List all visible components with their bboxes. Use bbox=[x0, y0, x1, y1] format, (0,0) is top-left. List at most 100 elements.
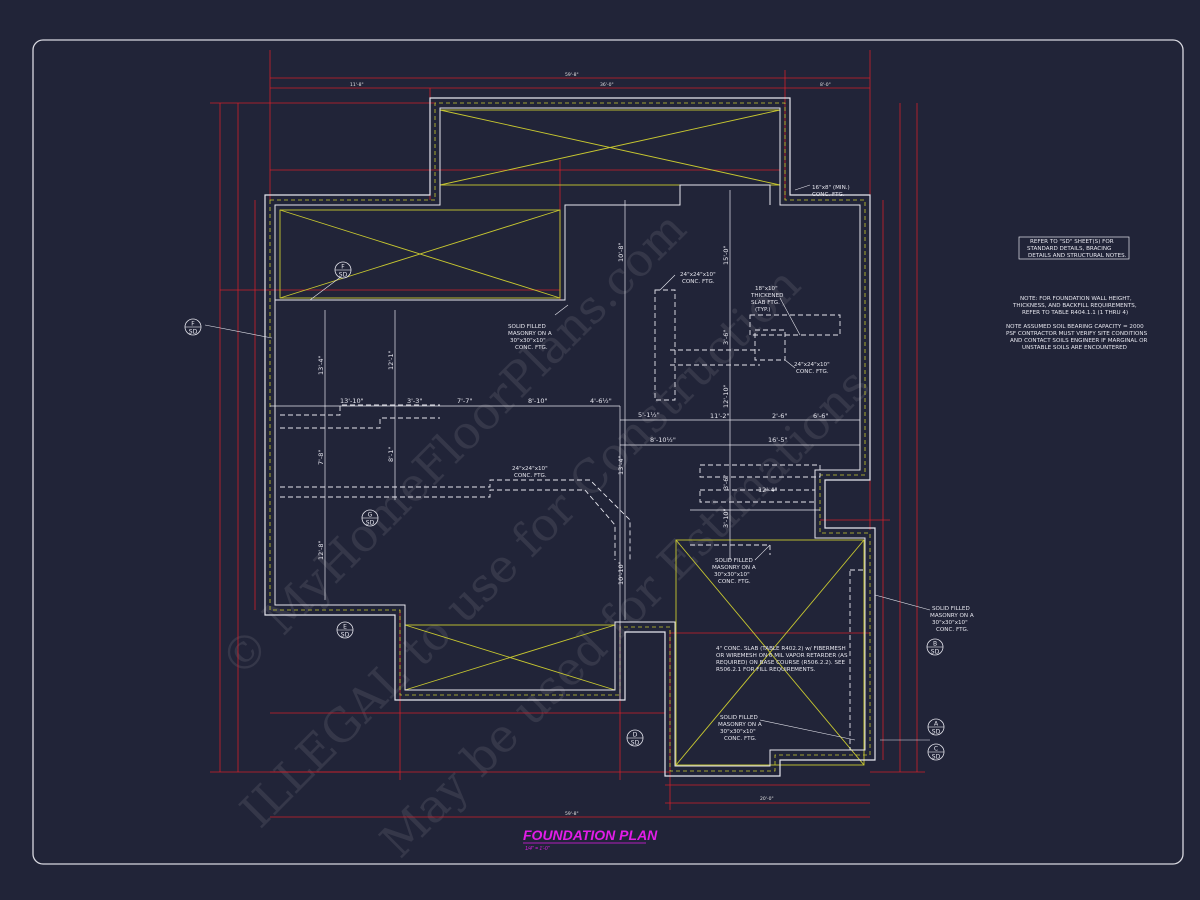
section-marker: FSD bbox=[184, 318, 202, 336]
svg-text:DETAILS AND STRUCTURAL NOTES.: DETAILS AND STRUCTURAL NOTES. bbox=[1028, 253, 1127, 259]
svg-text:MASONRY ON A: MASONRY ON A bbox=[712, 565, 756, 571]
svg-text:SOLID FILLED: SOLID FILLED bbox=[715, 558, 753, 564]
svg-text:12'-10": 12'-10" bbox=[722, 384, 730, 408]
svg-text:24"x24"x10": 24"x24"x10" bbox=[794, 362, 830, 368]
callout-masonry-d: SOLID FILLED MASONRY ON A 30"x30"x10" CO… bbox=[718, 715, 762, 742]
svg-text:24"x24"x10": 24"x24"x10" bbox=[512, 466, 548, 472]
svg-text:MASONRY ON A: MASONRY ON A bbox=[508, 331, 552, 337]
svg-text:6'-6": 6'-6" bbox=[813, 412, 828, 420]
interior-dimension-text: 13'-10" 3'-3" 7'-7" 8'-10" 4'-6½" 5'-1½"… bbox=[317, 242, 828, 585]
svg-text:3'-10": 3'-10" bbox=[722, 508, 730, 528]
svg-text:4" CONC. SLAB (TABLE R402.2) w: 4" CONC. SLAB (TABLE R402.2) w/ FIBERMES… bbox=[716, 646, 846, 652]
svg-text:CONC. FTG.: CONC. FTG. bbox=[515, 345, 548, 351]
svg-text:REFER TO "SD" SHEET(S) FOR: REFER TO "SD" SHEET(S) FOR bbox=[1030, 239, 1114, 245]
svg-text:THICKNESS, AND BACKFILL REQUIR: THICKNESS, AND BACKFILL REQUIREMENTS, bbox=[1012, 303, 1137, 309]
foundation-walls bbox=[264, 97, 876, 777]
svg-text:MASONRY ON A: MASONRY ON A bbox=[930, 613, 974, 619]
section-marker: ASD bbox=[927, 718, 945, 736]
svg-text:5'-1½": 5'-1½" bbox=[638, 411, 660, 419]
svg-text:30"x30"x10": 30"x30"x10" bbox=[510, 338, 546, 344]
callout-24-ftg-b: 24"x24"x10" CONC. FTG. bbox=[794, 362, 830, 375]
svg-text:2'-6": 2'-6" bbox=[772, 412, 787, 420]
section-letter: A bbox=[934, 721, 939, 728]
svg-text:30"x30"x10": 30"x30"x10" bbox=[932, 620, 968, 626]
svg-text:3'-3": 3'-3" bbox=[407, 397, 422, 405]
svg-text:SOLID FILLED: SOLID FILLED bbox=[720, 715, 758, 721]
section-sheet: SD bbox=[341, 632, 350, 639]
section-sheet: SD bbox=[932, 754, 941, 761]
svg-text:13'-4": 13'-4" bbox=[617, 455, 625, 475]
section-letter: B bbox=[933, 641, 937, 648]
svg-text:UNSTABLE SOILS ARE ENCOUNTERED: UNSTABLE SOILS ARE ENCOUNTERED bbox=[1022, 345, 1127, 351]
svg-text:AND CONTACT SOILS ENGINEER IF: AND CONTACT SOILS ENGINEER IF MARGINAL O… bbox=[1010, 338, 1148, 344]
svg-text:REQUIRED) ON BASE COURSE (R506: REQUIRED) ON BASE COURSE (R506.2.2). SEE bbox=[716, 660, 846, 666]
svg-text:13'-10": 13'-10" bbox=[340, 397, 364, 405]
svg-text:18"x10": 18"x10" bbox=[755, 286, 778, 292]
section-marker: GSD bbox=[361, 509, 379, 527]
sheet-border bbox=[32, 39, 1184, 865]
leader-lines bbox=[204, 184, 931, 741]
callout-thickened-slab: 18"x10" THICKENED SLAB FTG. (TYP.) bbox=[750, 286, 783, 313]
callout-masonry-a: SOLID FILLED MASONRY ON A 30"x30"x10" CO… bbox=[508, 324, 552, 351]
section-sheet: SD bbox=[931, 649, 940, 656]
svg-text:CONC. FTG.: CONC. FTG. bbox=[812, 192, 845, 198]
svg-text:8'-10½": 8'-10½" bbox=[650, 436, 676, 444]
svg-text:16"x8" (MIN.): 16"x8" (MIN.) bbox=[812, 185, 850, 191]
svg-text:12'-1": 12'-1" bbox=[387, 350, 395, 370]
svg-text:13'-4": 13'-4" bbox=[317, 355, 325, 375]
svg-text:NOTE ASSUMED SOIL BEARING CAPA: NOTE ASSUMED SOIL BEARING CAPACITY = 200… bbox=[1006, 324, 1144, 330]
svg-text:10'-10": 10'-10" bbox=[617, 561, 625, 585]
svg-text:STANDARD DETAILS, BRACING: STANDARD DETAILS, BRACING bbox=[1027, 246, 1111, 252]
svg-text:59'-8": 59'-8" bbox=[565, 811, 579, 817]
svg-text:4'-6½": 4'-6½" bbox=[590, 397, 612, 405]
svg-text:3'-6": 3'-6" bbox=[722, 475, 730, 490]
section-letter: C bbox=[934, 746, 938, 753]
svg-text:11'-2": 11'-2" bbox=[710, 412, 730, 420]
svg-text:PSF CONTRACTOR MUST VERIFY SIT: PSF CONTRACTOR MUST VERIFY SITE CONDITIO… bbox=[1006, 331, 1148, 337]
svg-text:NOTE: FOR FOUNDATION WALL HEIG: NOTE: FOR FOUNDATION WALL HEIGHT, bbox=[1020, 296, 1132, 302]
section-sheet: SD bbox=[339, 272, 348, 279]
section-marker: DSD bbox=[626, 729, 644, 747]
callout-masonry-c: SOLID FILLED MASONRY ON A 30"x30"x10" CO… bbox=[930, 606, 974, 633]
svg-text:CONC. FTG.: CONC. FTG. bbox=[796, 369, 829, 375]
svg-text:(TYP.): (TYP.) bbox=[755, 307, 770, 313]
svg-text:7'-8": 7'-8" bbox=[317, 450, 325, 465]
svg-text:SOLID FILLED: SOLID FILLED bbox=[508, 324, 546, 330]
callout-24-ftg-a: 24"x24"x10" CONC. FTG. bbox=[680, 272, 716, 285]
svg-text:MASONRY ON A: MASONRY ON A bbox=[718, 722, 762, 728]
svg-text:30"x30"x10": 30"x30"x10" bbox=[714, 572, 750, 578]
drawing-title-block: FOUNDATION PLAN 1/4" = 1'-0" bbox=[523, 827, 658, 852]
callout-16x8-ftg: 16"x8" (MIN.) CONC. FTG. bbox=[812, 185, 850, 198]
interior-dimension-lines bbox=[270, 190, 860, 700]
svg-text:12'-4": 12'-4" bbox=[758, 486, 778, 494]
svg-text:7'-7": 7'-7" bbox=[457, 397, 472, 405]
section-marker: BSD bbox=[926, 638, 944, 656]
svg-text:REFER TO TABLE R404.1.1 (1 THR: REFER TO TABLE R404.1.1 (1 THRU 4) bbox=[1022, 310, 1128, 316]
soil-bearing-note: NOTE ASSUMED SOIL BEARING CAPACITY = 200… bbox=[1006, 324, 1148, 351]
svg-text:R506.2.1 FOR FILL REQUIREMENTS: R506.2.1 FOR FILL REQUIREMENTS. bbox=[716, 667, 816, 673]
svg-text:16'-5": 16'-5" bbox=[768, 436, 788, 444]
svg-text:SOLID FILLED: SOLID FILLED bbox=[932, 606, 970, 612]
refer-sd-note-box: REFER TO "SD" SHEET(S) FOR STANDARD DETA… bbox=[1018, 236, 1130, 260]
drawing-scale: 1/4" = 1'-0" bbox=[525, 846, 550, 852]
dimension-lines bbox=[210, 50, 925, 818]
svg-text:10'-8": 10'-8" bbox=[617, 242, 625, 262]
section-letter: G bbox=[368, 512, 373, 519]
callout-slab: 4" CONC. SLAB (TABLE R402.2) w/ FIBERMES… bbox=[716, 646, 848, 673]
svg-text:30"x30"x10": 30"x30"x10" bbox=[720, 729, 756, 735]
svg-text:24"x24"x10": 24"x24"x10" bbox=[680, 272, 716, 278]
section-marker: ESD bbox=[336, 621, 354, 639]
svg-text:CONC. FTG.: CONC. FTG. bbox=[936, 627, 969, 633]
section-sheet: SD bbox=[189, 329, 198, 336]
overall-dimension-text: 59'-8"11'-8" 36'-0"8'-0" 59'-8"20'-0" bbox=[350, 72, 831, 817]
svg-text:59'-8": 59'-8" bbox=[565, 72, 579, 78]
section-marker: CSD bbox=[927, 743, 945, 761]
svg-text:15'-0": 15'-0" bbox=[722, 245, 730, 265]
svg-text:20'-0": 20'-0" bbox=[760, 796, 774, 802]
section-letter: D bbox=[633, 732, 638, 739]
section-sheet: SD bbox=[366, 520, 375, 527]
svg-text:CONC. FTG.: CONC. FTG. bbox=[718, 579, 751, 585]
section-marker: FSD bbox=[334, 261, 352, 279]
